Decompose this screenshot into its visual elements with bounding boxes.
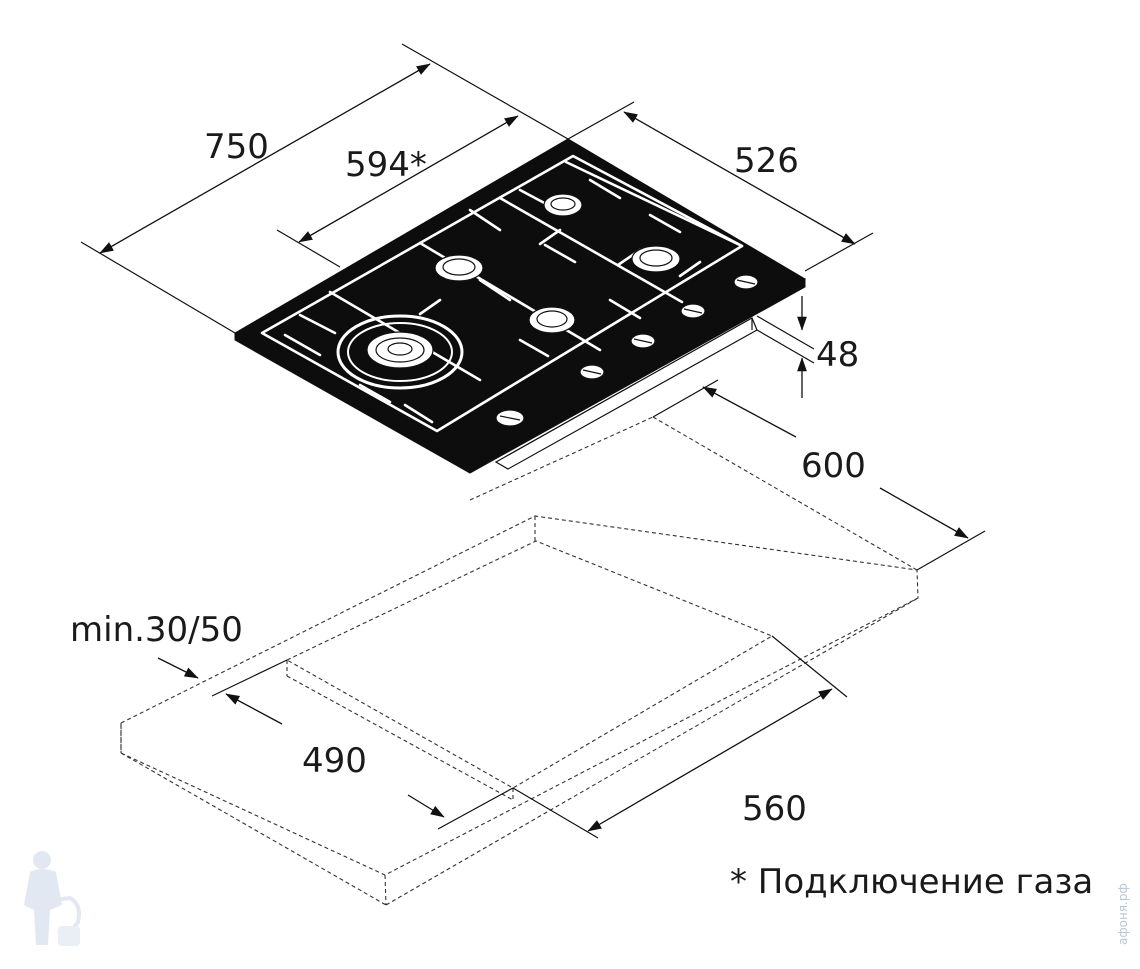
countertop-front-edge [120,752,387,906]
dimension-label-48: 48 [816,335,859,375]
cabinet-right-guide [652,416,918,571]
footnote-gas-connection: * Подключение газа [730,862,1093,902]
mascot-watermark-icon [24,851,81,946]
countertop-outline [120,416,919,906]
dimension-490: 490 [211,659,514,830]
burner-rear-left [434,254,484,282]
knob-icon [733,274,759,290]
dimension-526: 526 [567,101,874,272]
watermark-text: афоня.рф [1116,883,1130,945]
dimension-750: 750 [80,43,569,334]
control-knobs [495,274,759,427]
cutout-opening [285,540,774,789]
burner-right [631,245,681,273]
burner-front-center [528,306,576,334]
dimension-560: 560 [512,635,848,839]
dimension-label-594: 594* [345,145,427,185]
knob-icon [579,364,605,380]
dimension-label-600: 600 [801,446,866,486]
gas-hob [233,138,807,474]
dimension-min-30-50: min.30/50 [70,610,243,679]
dimension-48: 48 [756,296,859,398]
dimension-label-560: 560 [742,789,807,829]
dimension-label-750: 750 [204,127,269,167]
dimension-label-min: min.30/50 [70,610,243,650]
dimension-label-490: 490 [302,741,367,781]
knob-icon [495,409,525,427]
knob-icon [680,303,706,319]
dimension-594: 594* [276,115,519,268]
burner-rear-center [543,193,583,217]
dimension-label-526: 526 [734,141,799,181]
dimension-600: 600 [652,379,986,571]
burner-wok [336,314,464,390]
knob-icon [630,333,656,349]
